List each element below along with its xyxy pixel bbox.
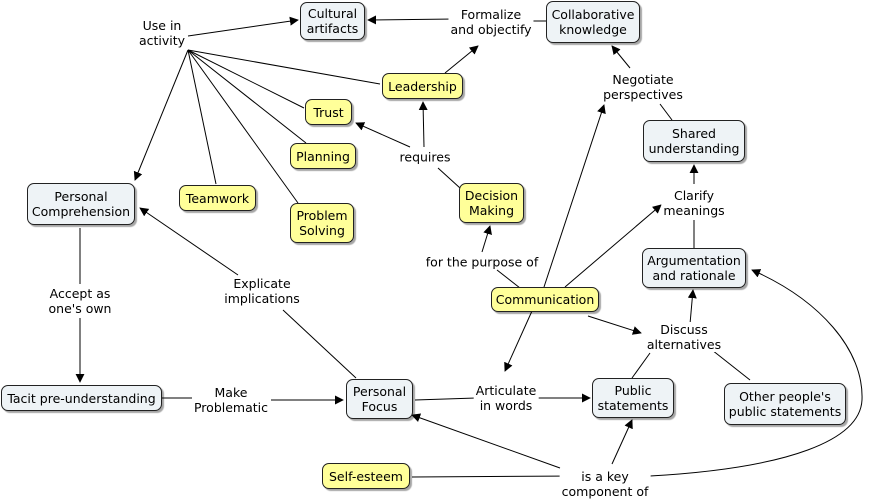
edge [187,49,381,85]
edge [496,269,521,289]
edge [687,289,697,325]
edge [564,204,662,288]
edge [711,349,751,381]
edge [437,167,461,189]
concept-leadership[interactable]: Leadership [382,73,463,99]
edge [659,103,673,121]
link-discuss-alternatives: Discuss alternatives [644,322,724,352]
edge [187,49,305,109]
link-articulate-in-words: Articulate in words [473,383,539,413]
link-accept-as-ones-own: Accept as one's own [46,286,114,316]
edge [187,49,299,204]
concept-argumentation-and-rationale[interactable]: Argumentation and rationale [642,248,746,288]
edge [504,310,533,372]
concept-planning[interactable]: Planning [290,143,356,169]
link-negotiate-perspectives: Negotiate perspectives [601,72,685,102]
edge [587,315,642,335]
edge [418,101,428,148]
link-clarify-meanings: Clarify meanings [661,188,727,218]
edge [187,49,307,144]
edge [411,413,561,469]
edge [355,122,411,148]
edge [187,16,299,37]
concept-trust[interactable]: Trust [305,99,352,125]
link-explicate-implications: Explicate implications [222,276,302,306]
edge [444,45,479,74]
concept-tacit-pre-understanding[interactable]: Tacit pre-understanding [1,385,162,411]
edge [414,397,477,401]
edge [133,49,189,181]
edge [139,207,239,276]
concept-shared-understanding[interactable]: Shared understanding [643,120,745,162]
edge [481,225,492,253]
link-formalize-and-objectify: Formalize and objectify [448,7,534,37]
concept-decision-making[interactable]: Decision Making [459,183,524,223]
link-requires: requires [397,149,453,165]
edge [649,269,863,477]
concept-teamwork[interactable]: Teamwork [179,185,256,211]
concept-self-esteem[interactable]: Self-esteem [322,463,410,489]
concept-problem-solving[interactable]: Problem Solving [290,203,354,243]
concept-other-peoples-public-statements[interactable]: Other people's public statements [724,383,846,425]
link-for-the-purpose-of: for the purpose of [423,254,541,270]
concept-personal-comprehension[interactable]: Personal Comprehension [27,183,135,225]
edge [282,309,357,379]
concept-communication[interactable]: Communication [491,287,599,312]
concept-public-statements[interactable]: Public statements [592,378,674,418]
link-is-a-key-component-of: is a key component of [559,469,651,499]
edge [611,419,633,465]
concept-cultural-artifacts[interactable]: Cultural artifacts [300,2,365,40]
edge [543,104,606,288]
link-use-in-activity: Use in activity [136,18,188,48]
concept-personal-focus[interactable]: Personal Focus [346,379,413,419]
edge [411,475,579,478]
concept-collaborative-knowledge[interactable]: Collaborative knowledge [546,1,640,43]
edge [611,45,631,69]
edge [367,15,456,25]
edge [631,352,651,379]
edge [187,49,217,185]
link-make-problematic: Make Problematic [191,385,271,415]
